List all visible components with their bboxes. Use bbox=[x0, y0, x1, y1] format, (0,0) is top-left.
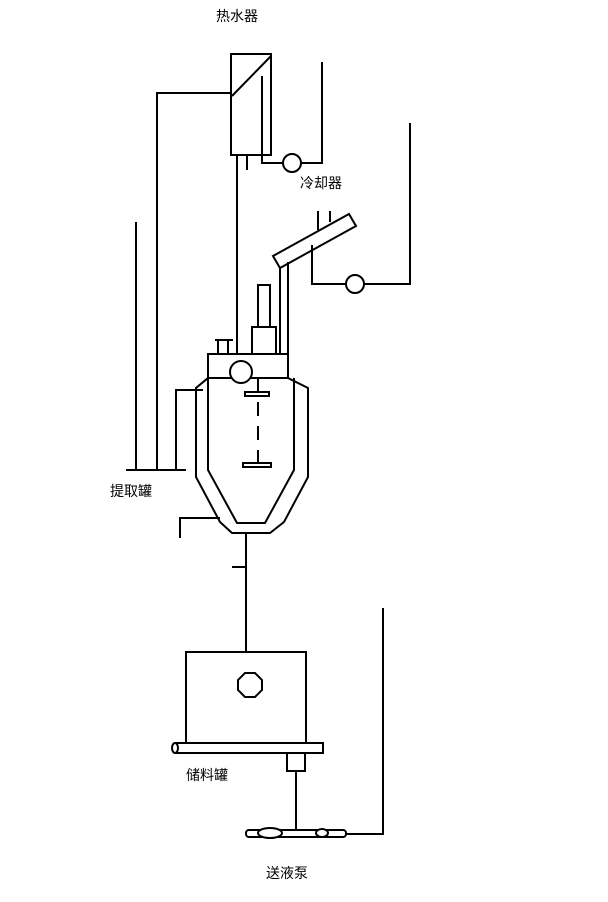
stirrer-blade-top bbox=[244, 391, 270, 397]
heater-water-outlet-pipe bbox=[301, 62, 323, 164]
storage-manhole bbox=[237, 672, 263, 698]
storage-tank-walls bbox=[185, 651, 307, 743]
heater-body bbox=[230, 53, 272, 156]
pump-head-left bbox=[257, 827, 283, 839]
tank-inner-vessel bbox=[207, 378, 295, 524]
heater bbox=[230, 53, 272, 156]
cooler-water-pipe bbox=[311, 245, 346, 285]
transfer-pump bbox=[245, 827, 347, 839]
pump-discharge-pipe bbox=[346, 608, 384, 835]
pump-head-right bbox=[315, 828, 329, 838]
jacket-inlet-pipe bbox=[175, 389, 203, 470]
tank-jacket bbox=[195, 377, 309, 534]
storage-tank-bottom bbox=[175, 742, 324, 754]
cooler-water-outlet-pipe bbox=[364, 123, 411, 285]
heater-label: 热水器 bbox=[216, 9, 258, 25]
cooler-label: 冷却器 bbox=[300, 176, 342, 192]
storage-tank-label: 储料罐 bbox=[186, 768, 228, 784]
sight-glass bbox=[229, 360, 253, 384]
jacket-drain-pipe bbox=[179, 517, 220, 538]
cooler bbox=[271, 211, 358, 270]
heater-water-pipe bbox=[261, 155, 284, 164]
stirrer-blade-bottom bbox=[242, 462, 272, 468]
transfer-pump-label: 送液泵 bbox=[266, 866, 308, 882]
heater-return-pipe bbox=[156, 92, 231, 470]
cooler-valve bbox=[345, 274, 365, 294]
motor bbox=[251, 326, 277, 355]
storage-tank bbox=[171, 651, 324, 830]
storage-outlet-tee bbox=[286, 752, 306, 772]
extraction-tank-label: 提取罐 bbox=[110, 484, 152, 500]
heater-diagonal bbox=[231, 55, 272, 97]
cooler-body bbox=[271, 212, 358, 270]
extraction-tank bbox=[179, 284, 309, 538]
storage-left-nozzle bbox=[171, 742, 179, 754]
motor-shaft-housing bbox=[257, 284, 271, 328]
heater-valve bbox=[282, 153, 302, 173]
